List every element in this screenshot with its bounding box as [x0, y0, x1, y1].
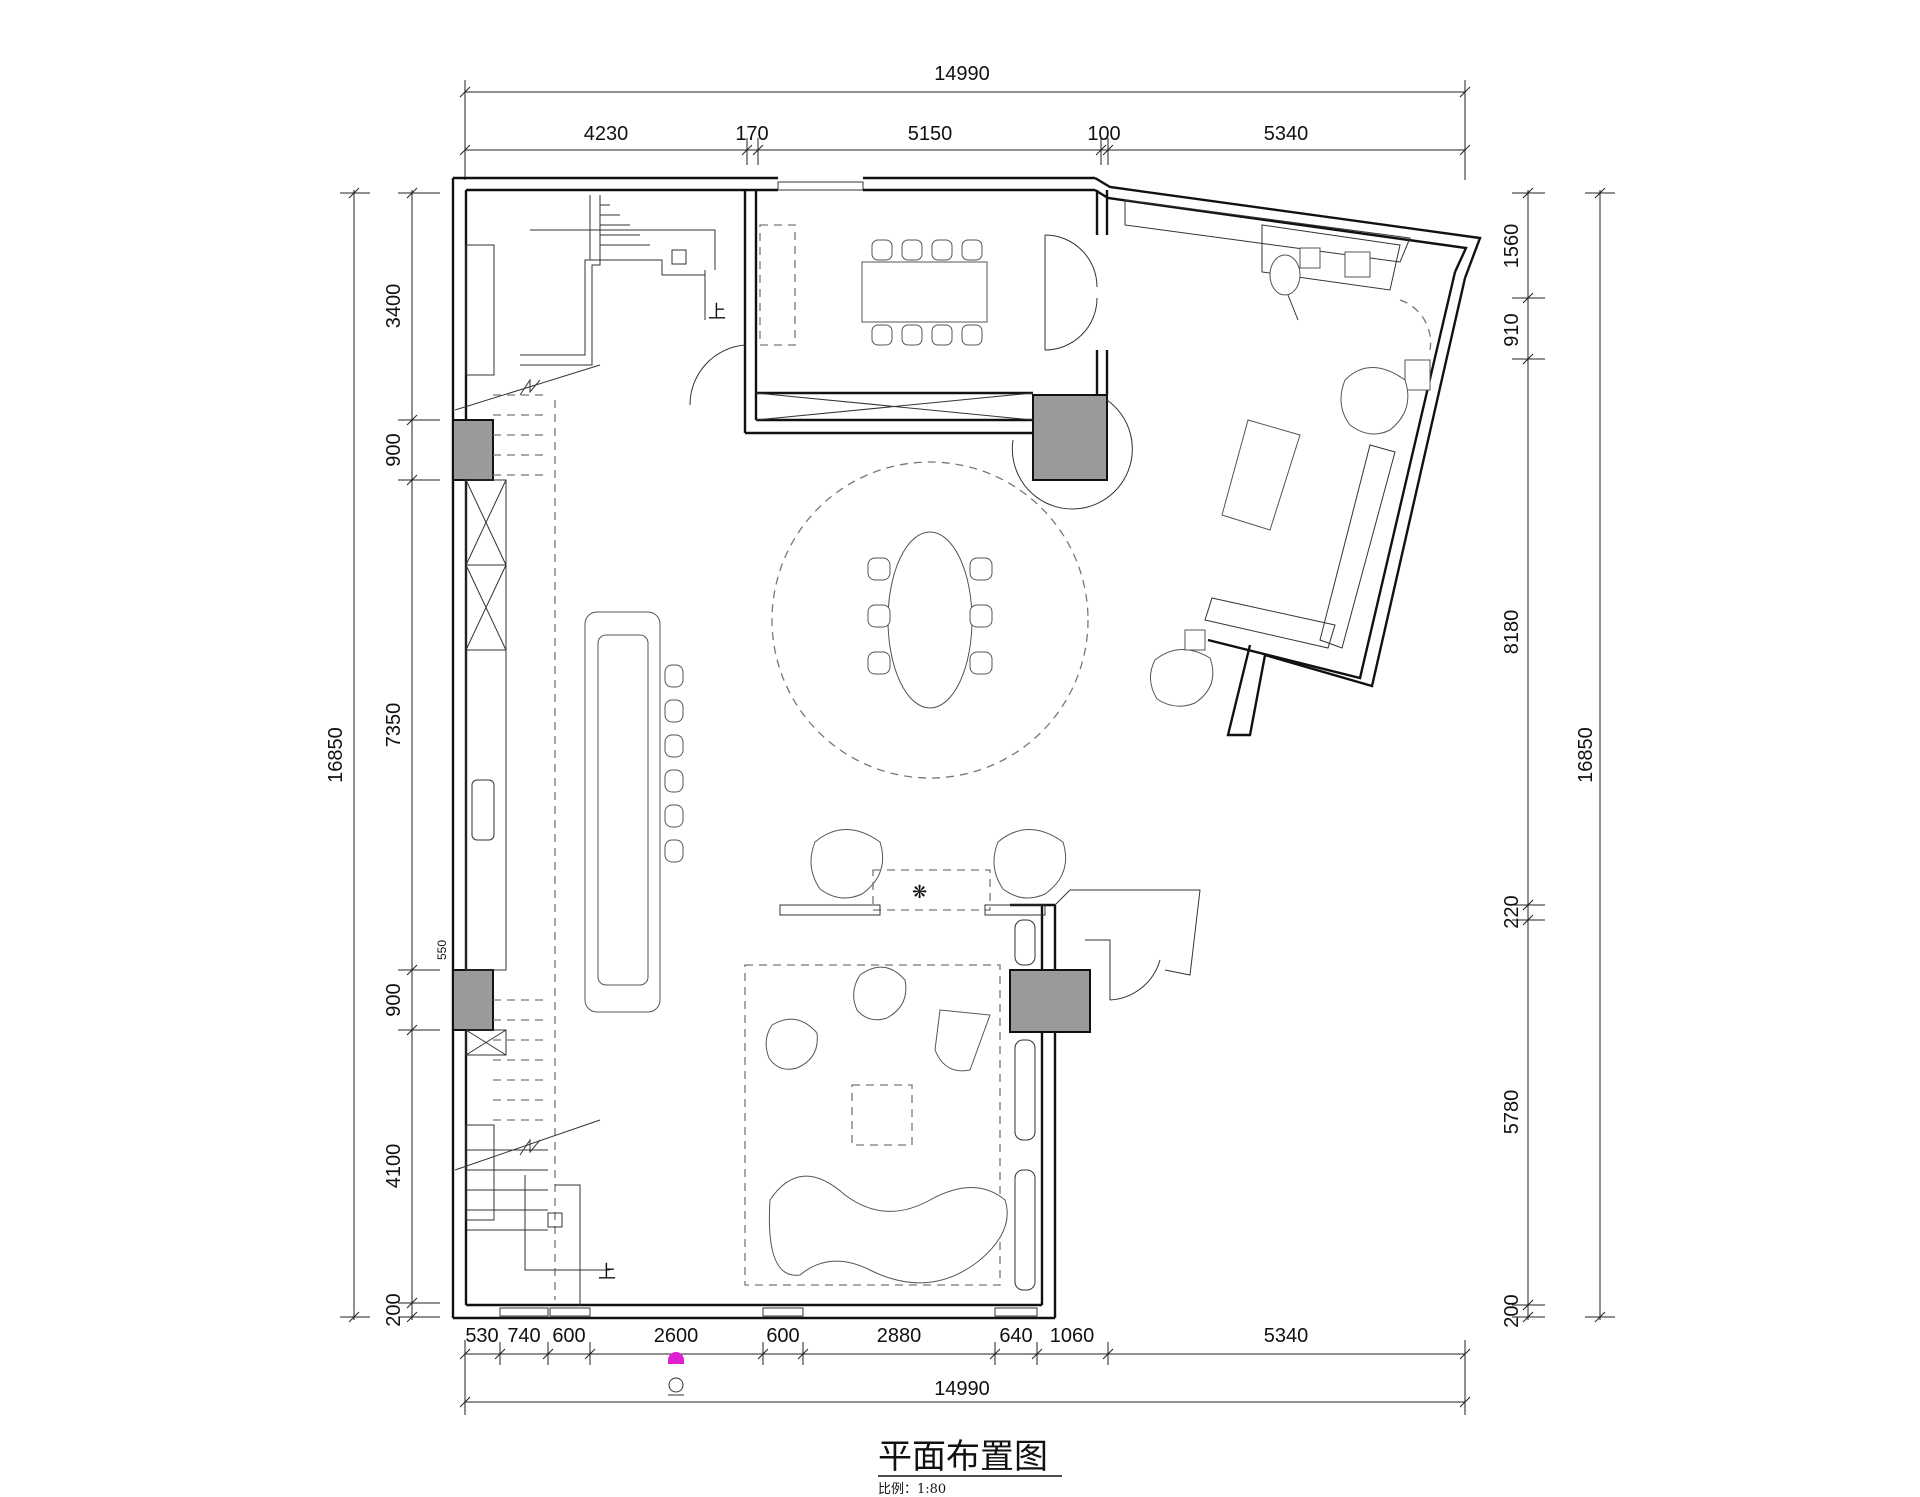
left-total-dim: 16850 — [325, 727, 347, 783]
left-dim-1: 3400 — [383, 284, 405, 329]
upper-stairs: 上 — [454, 195, 726, 1300]
left-small-dim: 550 — [435, 940, 449, 960]
right-dim-3: 8180 — [1501, 610, 1523, 655]
round-dining-area — [771, 399, 1133, 779]
column-left-upper — [452, 419, 494, 481]
column-right-lower — [1009, 969, 1091, 1033]
columns — [452, 394, 1108, 1033]
top-dimension-lines: 14990 4230 170 5150 100 5340 — [459, 63, 1471, 180]
bottom-right-features — [1014, 889, 1201, 1291]
bottom-dim-9: 5340 — [1264, 1325, 1309, 1347]
top-dim-1: 4230 — [584, 123, 629, 145]
stair-up-label-top: 上 — [708, 302, 726, 323]
column-left-lower — [452, 969, 494, 1031]
right-total-dim: 16850 — [1575, 727, 1597, 783]
top-right-lounge — [1124, 199, 1432, 707]
flower-icon: ❋ — [912, 882, 927, 903]
bottom-total-dim: 14990 — [934, 1378, 990, 1400]
top-dim-2: 170 — [735, 123, 768, 145]
bottom-windows — [499, 1307, 1038, 1317]
entrance-marker — [668, 1352, 684, 1396]
bar-counter — [584, 611, 684, 1013]
left-dim-2: 900 — [383, 433, 405, 466]
left-dim-3: 7350 — [383, 703, 405, 748]
left-dimension-lines: 16850 3400 900 7350 900 4100 200 550 — [325, 187, 449, 1327]
bottom-dim-7: 640 — [999, 1325, 1032, 1347]
drawing-scale: 比例：1:80 — [878, 1482, 946, 1497]
left-dim-6: 200 — [383, 1293, 405, 1326]
right-dim-5: 5780 — [1501, 1090, 1523, 1135]
bottom-dimension-lines: 530 740 600 2600 600 2880 640 1060 5340 … — [459, 1325, 1471, 1415]
right-dim-4: 220 — [1501, 895, 1523, 928]
middle-seating: ❋ — [779, 829, 1067, 916]
top-dim-5: 5340 — [1264, 123, 1309, 145]
right-dimension-lines: 1560 910 8180 220 5780 200 16850 — [1501, 187, 1615, 1328]
top-dim-4: 100 — [1087, 123, 1120, 145]
bottom-dim-4: 2600 — [654, 1325, 699, 1347]
bottom-dim-6: 2880 — [877, 1325, 922, 1347]
bottom-dim-5: 600 — [766, 1325, 799, 1347]
bottom-dim-3: 600 — [552, 1325, 585, 1347]
entry-lounge — [744, 964, 1008, 1286]
left-wall-cabinets — [465, 244, 507, 1221]
bottom-dim-2: 740 — [507, 1325, 540, 1347]
bottom-dim-1: 530 — [465, 1325, 498, 1347]
bottom-dim-8: 1060 — [1050, 1325, 1095, 1347]
right-dim-1: 1560 — [1501, 224, 1523, 269]
right-dim-6: 200 — [1501, 1294, 1523, 1327]
lower-stairs: 上 — [454, 999, 616, 1305]
drawing-title: 平面布置图 — [878, 1437, 1048, 1477]
column-center — [1032, 394, 1108, 481]
left-dim-5: 4100 — [383, 1144, 405, 1189]
top-total-dim: 14990 — [934, 63, 990, 85]
dining-room — [689, 190, 1109, 435]
entrance-arrow-icon — [668, 1352, 684, 1360]
stair-up-label-bottom: 上 — [598, 1262, 616, 1283]
left-dim-4: 900 — [383, 983, 405, 1016]
drawing-title-block: 平面布置图 比例：1:80 — [878, 1437, 1062, 1497]
right-dim-2: 910 — [1501, 313, 1523, 346]
top-dim-3: 5150 — [908, 123, 953, 145]
